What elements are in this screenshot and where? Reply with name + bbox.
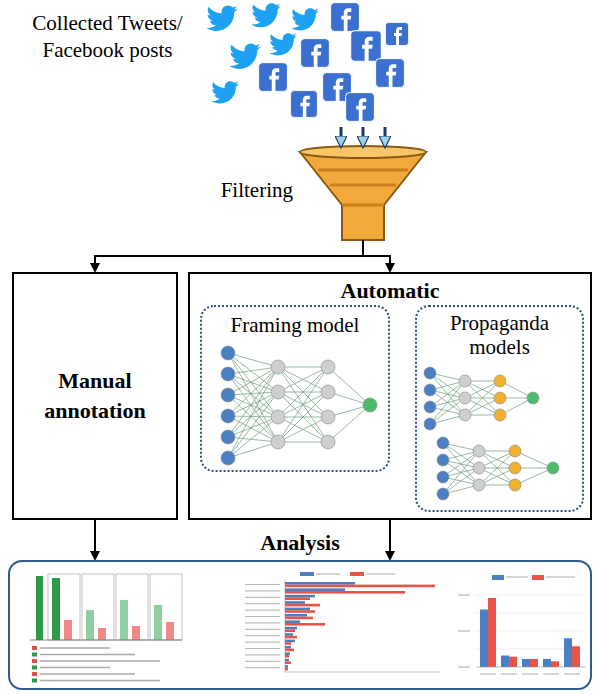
node-label: Manual annotation <box>14 366 176 425</box>
automatic-box: AutomaticFraming model Propaganda models <box>188 272 592 520</box>
funnel-icon <box>300 146 426 240</box>
flow-arrow <box>390 520 391 559</box>
node-label: Analysis <box>10 530 590 556</box>
node-label: Collected Tweets/ Facebook posts <box>20 10 195 65</box>
neural-net <box>221 346 559 500</box>
node-label: Automatic <box>190 278 590 304</box>
flow-arrow <box>363 240 390 271</box>
flow-arrow <box>95 240 363 271</box>
node-label: Propaganda models <box>417 311 582 359</box>
analysis-box: Analysis <box>8 560 592 690</box>
node-label: Framing model <box>202 313 388 338</box>
model-box: Propaganda models <box>415 305 584 512</box>
manual-box: Manual annotation <box>12 272 178 520</box>
model-box: Framing model <box>200 305 390 472</box>
chart-thumbnails <box>30 572 586 683</box>
filter-step: Filtering <box>300 148 426 240</box>
node-label: Filtering <box>188 178 293 203</box>
flow-arrow <box>95 520 96 559</box>
flow-arrow <box>341 127 385 147</box>
social-icons <box>206 3 408 122</box>
social-media-source: Collected Tweets/ Facebook posts <box>200 0 410 125</box>
